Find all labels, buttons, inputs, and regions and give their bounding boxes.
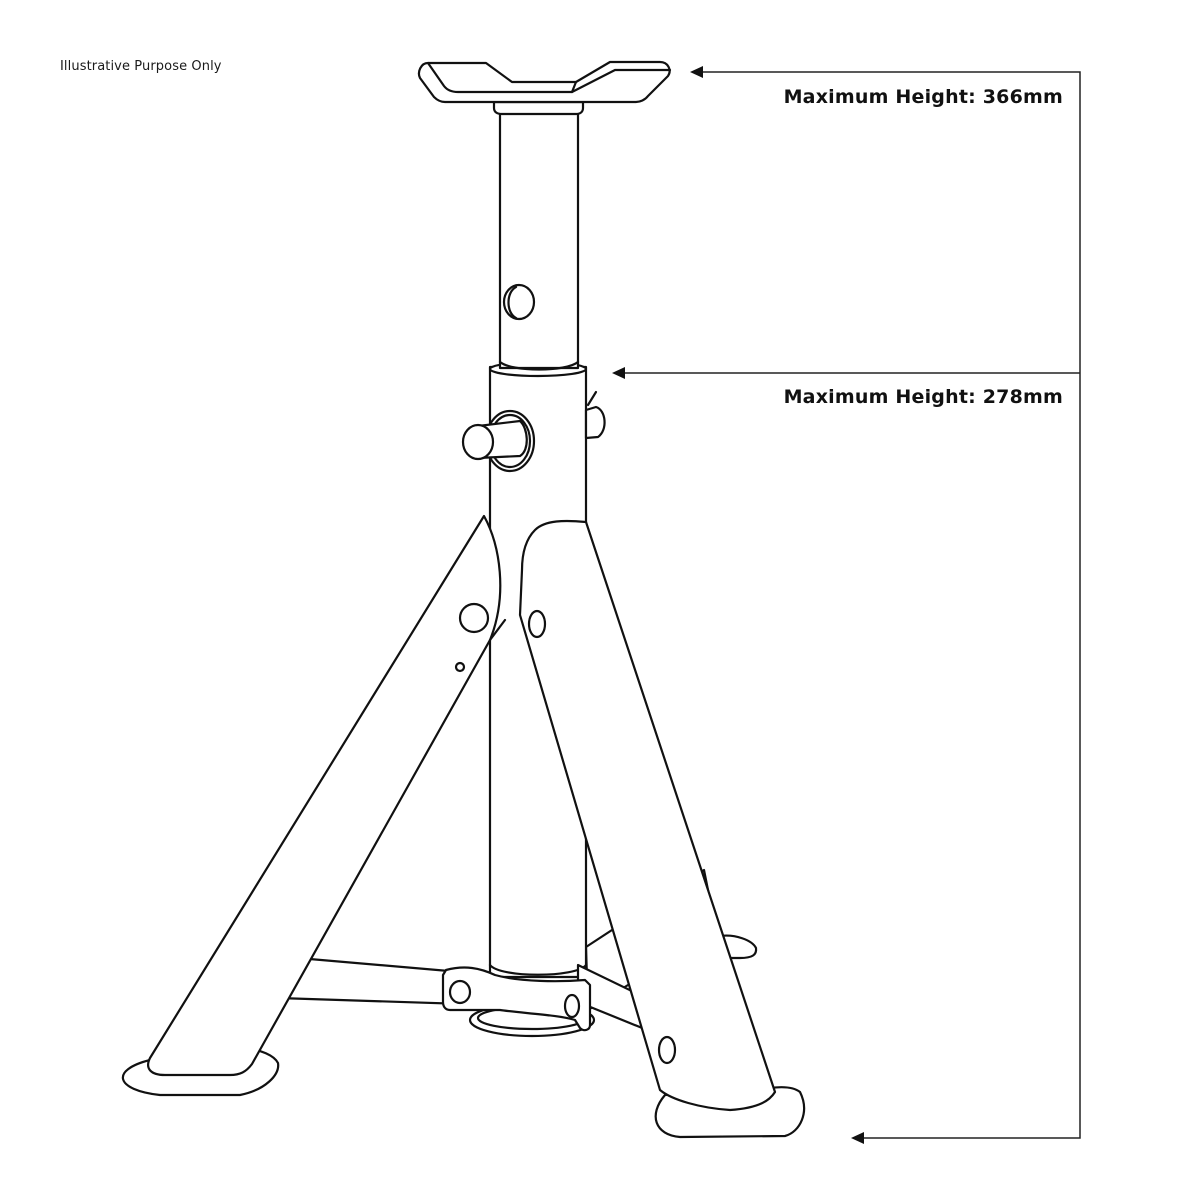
ratchet-lever: [584, 390, 606, 440]
arrow-head-icon: [851, 1132, 864, 1144]
saddle-collar: [492, 100, 585, 116]
right-leg-bolt: [657, 1035, 677, 1065]
pin-head: [461, 423, 495, 461]
left-leg-pivot-bolt: [458, 602, 490, 634]
right-leg-tube: [518, 519, 777, 1112]
arrow-head-icon: [690, 66, 703, 78]
disclaimer-text: Illustrative Purpose Only: [60, 59, 222, 74]
extension-column-body: [498, 98, 580, 370]
arrow-head-icon: [612, 367, 625, 379]
locking-pin: [461, 409, 536, 473]
saddle: [417, 60, 672, 116]
base-bracket: [441, 966, 592, 1032]
left-leg-rivet: [454, 661, 466, 673]
bracket-bolt-right: [563, 993, 581, 1019]
front-leg-left: [121, 514, 507, 1097]
dimension-label-278: Maximum Height: 278mm: [783, 386, 1063, 408]
extension-column: [498, 98, 580, 371]
saddle-body: [417, 60, 671, 104]
dimension-lines: [612, 66, 1081, 1144]
dimension-bracket: [700, 71, 1081, 1139]
height-hole: [502, 283, 536, 321]
dimension-label-366: Maximum Height: 366mm: [783, 86, 1063, 108]
left-leg-tube: [147, 514, 502, 1077]
bracket-bolt-left: [448, 979, 472, 1005]
bracket-plate: [441, 966, 592, 1032]
front-leg-right: [518, 519, 806, 1139]
right-leg-pivot-bolt: [527, 609, 547, 639]
